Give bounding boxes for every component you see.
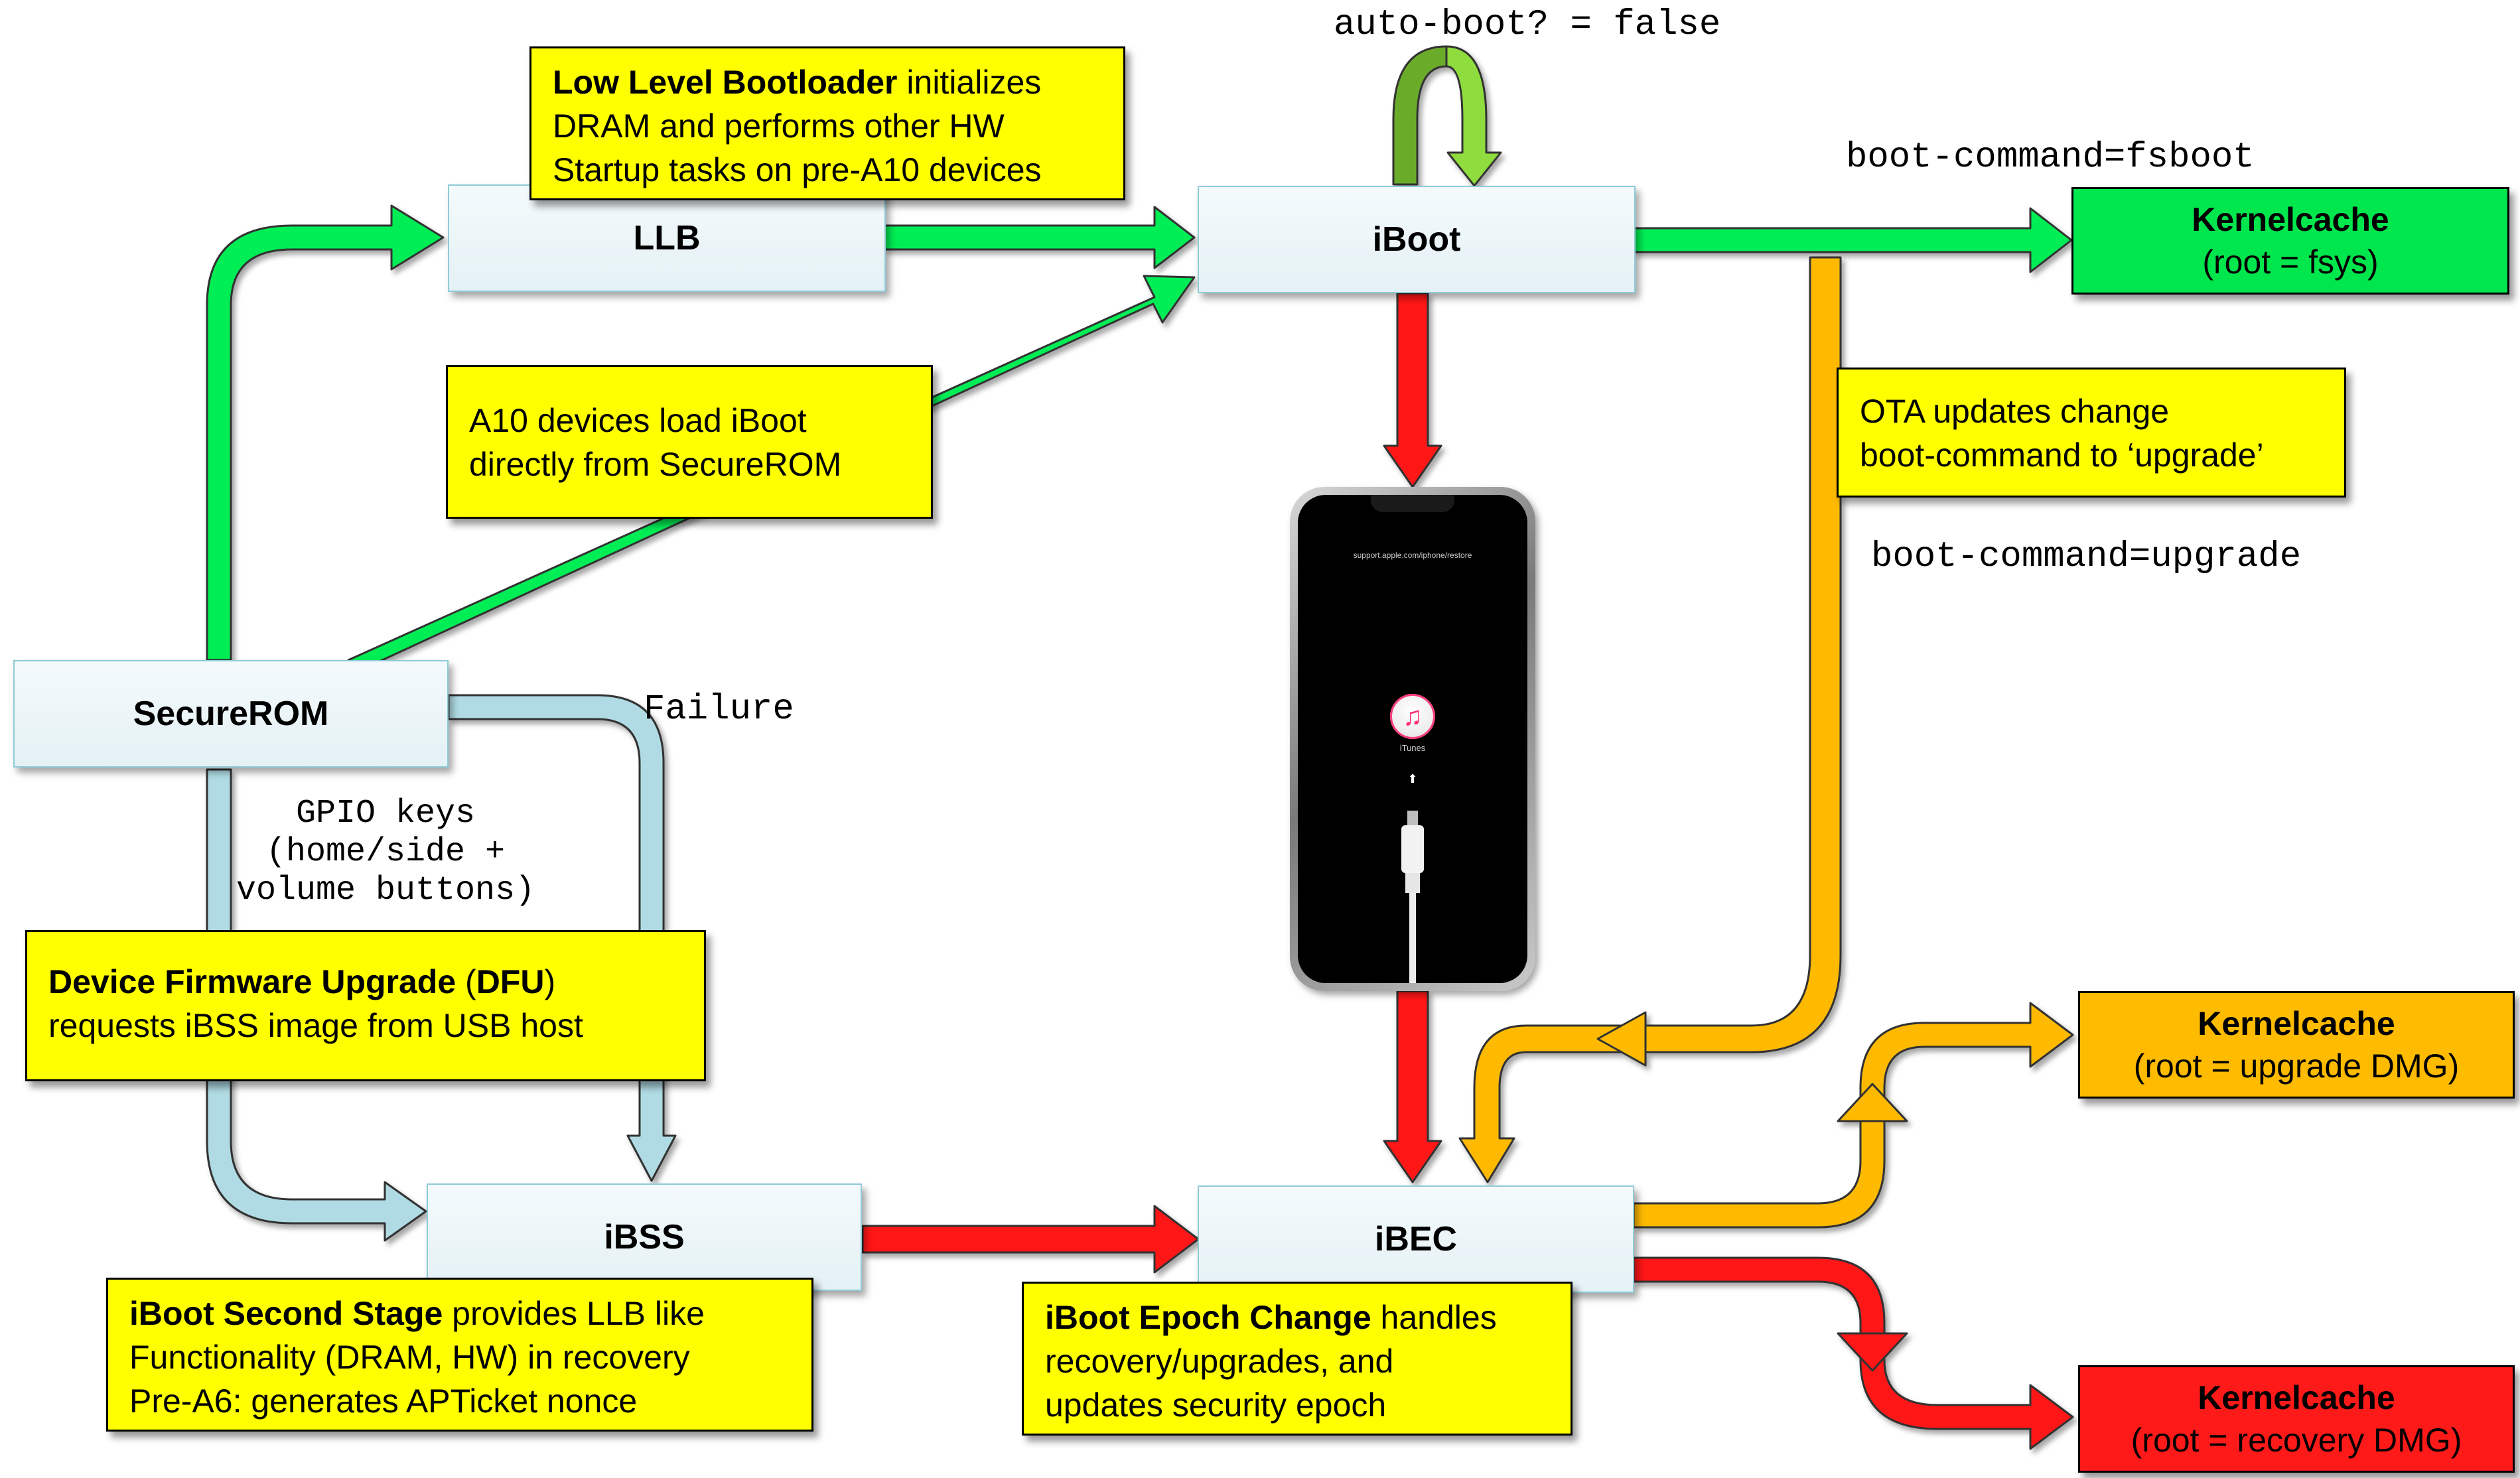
label-autoboot: auto-boot? = false — [1334, 5, 1721, 45]
note-ibec: iBoot Epoch Change handles recovery/upgr… — [1022, 1282, 1573, 1436]
label-gpio-line1: GPIO keys — [296, 795, 476, 833]
arrow-ibec-to-kernelcache-recovery — [1632, 1256, 2074, 1450]
stage-iboot: iBoot — [1198, 186, 1636, 293]
label-boot-command-upgrade: boot-command=upgrade — [1871, 537, 2302, 577]
note-ibss-rest: provides LLB like — [443, 1295, 705, 1332]
note-ibss-bold: iBoot Second Stage — [129, 1295, 443, 1332]
kernelcache-upgrade: Kernelcache (root = upgrade DMG) — [2078, 991, 2515, 1099]
note-llb-line3: Startup tasks on pre-A10 devices — [553, 151, 1042, 188]
kernelcache-upgrade-sub: (root = upgrade DMG) — [2133, 1047, 2460, 1085]
note-a10: A10 devices load iBoot directly from Sec… — [446, 365, 933, 519]
arrow-up-icon: ⬆ — [1407, 772, 1418, 785]
note-dfu-bold1: Device Firmware Upgrade — [48, 963, 456, 1000]
note-a10-line1: A10 devices load iBoot — [469, 402, 807, 439]
note-ota-line2: boot-command to ‘upgrade’ — [1860, 437, 2264, 474]
kernelcache-fsys: Kernelcache (root = fsys) — [2071, 187, 2509, 295]
note-ota-line1: OTA updates change — [1860, 393, 2170, 430]
stage-iboot-label: iBoot — [1372, 220, 1461, 259]
note-llb: Low Level Bootloader initializes DRAM an… — [529, 46, 1125, 200]
phone-notch — [1371, 495, 1454, 512]
arrow-autoboot-loop-head — [1445, 45, 1502, 187]
iphone-recovery-mode: support.apple.com/iphone/restore ♫ iTune… — [1290, 487, 1535, 991]
kernelcache-fsys-title: Kernelcache — [2192, 201, 2389, 238]
arrow-dfu-to-ibss — [206, 768, 427, 1242]
arrow-iboot-upgrade-to-ibec — [1458, 256, 1842, 1183]
note-llb-line2: DRAM and performs other HW — [553, 107, 1005, 145]
note-dfu-mid: ( — [456, 963, 476, 1000]
phone-restore-url: support.apple.com/iphone/restore — [1353, 551, 1472, 560]
arrow-recovery-to-ibec — [1383, 990, 1442, 1183]
arrow-iboot-to-recovery — [1383, 292, 1442, 488]
stage-ibec: iBEC — [1198, 1185, 1634, 1293]
arrow-recovery-down-head — [1837, 1332, 1908, 1372]
note-ota: OTA updates change boot-command to ‘upgr… — [1837, 368, 2346, 498]
note-llb-rest: initializes — [897, 64, 1042, 101]
arrow-upgrade-up-head — [1837, 1083, 1908, 1122]
arrow-iboot-to-kernelcache-fsys — [1632, 207, 2073, 273]
note-ibss-line2: Functionality (DRAM, HW) in recovery — [129, 1339, 690, 1376]
arrow-ibss-to-ibec — [861, 1205, 1200, 1274]
lightning-cable-icon — [1401, 811, 1424, 983]
note-dfu-bold2: DFU — [476, 963, 545, 1000]
note-ibss-line3: Pre-A6: generates APTicket nonce — [129, 1382, 638, 1420]
kernelcache-upgrade-title: Kernelcache — [2198, 1005, 2395, 1042]
stage-ibss-label: iBSS — [604, 1218, 685, 1256]
stage-ibec-label: iBEC — [1374, 1220, 1458, 1258]
arrow-failure-to-ibss — [447, 694, 677, 1182]
note-ibec-line3: updates security epoch — [1045, 1386, 1387, 1424]
arrow-llb-to-iboot — [882, 206, 1196, 269]
note-ibec-rest: handles — [1371, 1299, 1497, 1336]
kernelcache-recovery-sub: (root = recovery DMG) — [2131, 1422, 2462, 1459]
kernelcache-recovery: Kernelcache (root = recovery DMG) — [2078, 1365, 2515, 1473]
arrow-securerom-to-llb — [206, 204, 445, 661]
note-dfu: Device Firmware Upgrade (DFU) requests i… — [25, 930, 706, 1081]
itunes-label: iTunes — [1399, 743, 1426, 753]
stage-llb-label: LLB — [633, 219, 701, 257]
phone-screen: support.apple.com/iphone/restore ♫ iTune… — [1298, 495, 1527, 983]
label-gpio-line3: volume buttons) — [236, 872, 535, 909]
stage-llb: LLB — [448, 184, 886, 292]
note-llb-bold: Low Level Bootloader — [553, 64, 898, 101]
note-ibss: iBoot Second Stage provides LLB like Fun… — [106, 1278, 813, 1432]
note-dfu-line2: requests iBSS image from USB host — [48, 1007, 583, 1044]
itunes-icon: ♫ — [1390, 694, 1435, 739]
label-gpio-keys: GPIO keys (home/side + volume buttons) — [236, 795, 535, 910]
note-ibec-line2: recovery/upgrades, and — [1045, 1343, 1394, 1380]
label-failure: Failure — [644, 689, 794, 730]
stage-securerom-label: SecureROM — [133, 695, 329, 733]
arrow-autoboot-loop — [1392, 45, 1448, 186]
arrow-ibec-to-kernelcache-upgrade — [1632, 1002, 2074, 1229]
note-a10-line2: directly from SecureROM — [469, 446, 842, 483]
label-boot-command-fsboot: boot-command=fsboot — [1846, 137, 2255, 178]
stage-ibss: iBSS — [427, 1183, 862, 1291]
stage-securerom: SecureROM — [13, 660, 449, 768]
label-gpio-line2: (home/side + — [266, 833, 506, 871]
kernelcache-fsys-sub: (root = fsys) — [2202, 243, 2379, 281]
note-ibec-bold: iBoot Epoch Change — [1045, 1299, 1371, 1336]
kernelcache-recovery-title: Kernelcache — [2198, 1379, 2395, 1416]
arrow-upgrade-return-head — [1596, 1011, 1647, 1067]
note-dfu-end: ) — [544, 963, 556, 1000]
